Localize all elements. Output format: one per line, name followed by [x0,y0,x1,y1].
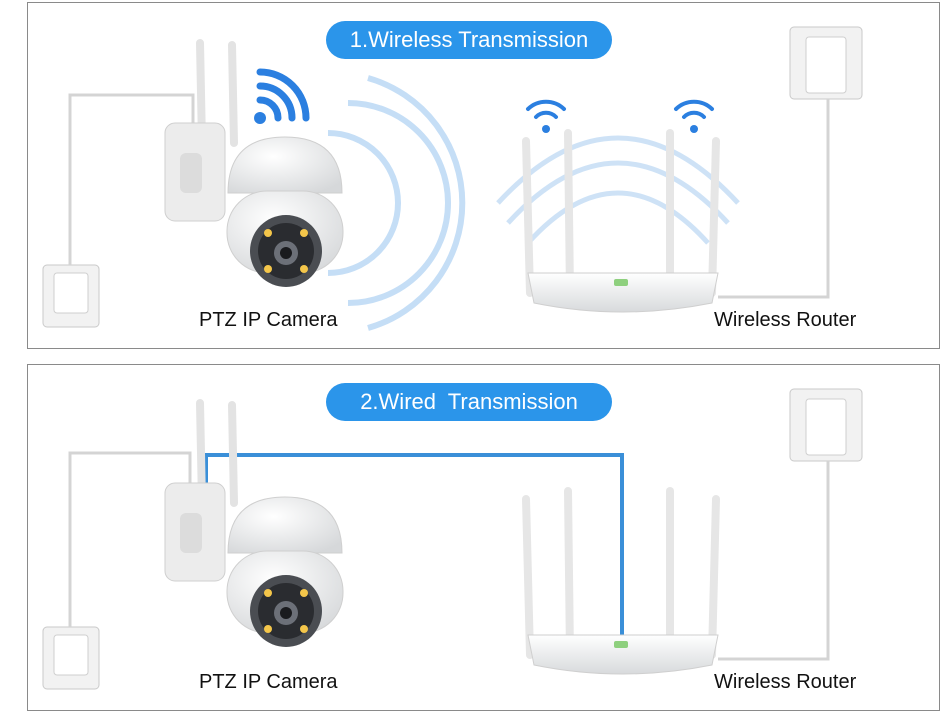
ethernet-cable-icon [204,453,624,637]
power-outlet-icon [42,626,100,690]
power-outlet-icon [42,264,100,328]
wifi-signal-icon [526,99,714,133]
section-title: 2.Wired Transmission [326,383,612,421]
signal-waves-icon [496,135,740,245]
power-outlet-icon [789,26,863,100]
power-cable [718,461,830,661]
power-cable [718,99,830,299]
router-icon [522,129,720,313]
camera-label: PTZ IP Camera [199,309,338,331]
wired-transmission-panel: 2.Wired Transmission PTZ IP Camera Wirel… [27,364,940,711]
section-title: 1.Wireless Transmission [326,21,612,59]
router-label: Wireless Router [714,671,857,693]
wireless-transmission-panel: 1.Wireless Transmission PTZ IP Camera Wi… [27,2,940,349]
camera-icon [164,399,344,647]
wifi-signal-icon [254,68,310,124]
power-cable [68,451,192,627]
router-icon [522,487,720,675]
wireless-diagram-illustration [42,26,863,331]
router-label: Wireless Router [714,309,857,331]
signal-waves-icon [327,75,466,331]
camera-icon [164,39,344,287]
power-outlet-icon [789,388,863,462]
power-cable [68,93,195,265]
camera-label: PTZ IP Camera [199,671,338,693]
wired-diagram-illustration [42,388,863,690]
